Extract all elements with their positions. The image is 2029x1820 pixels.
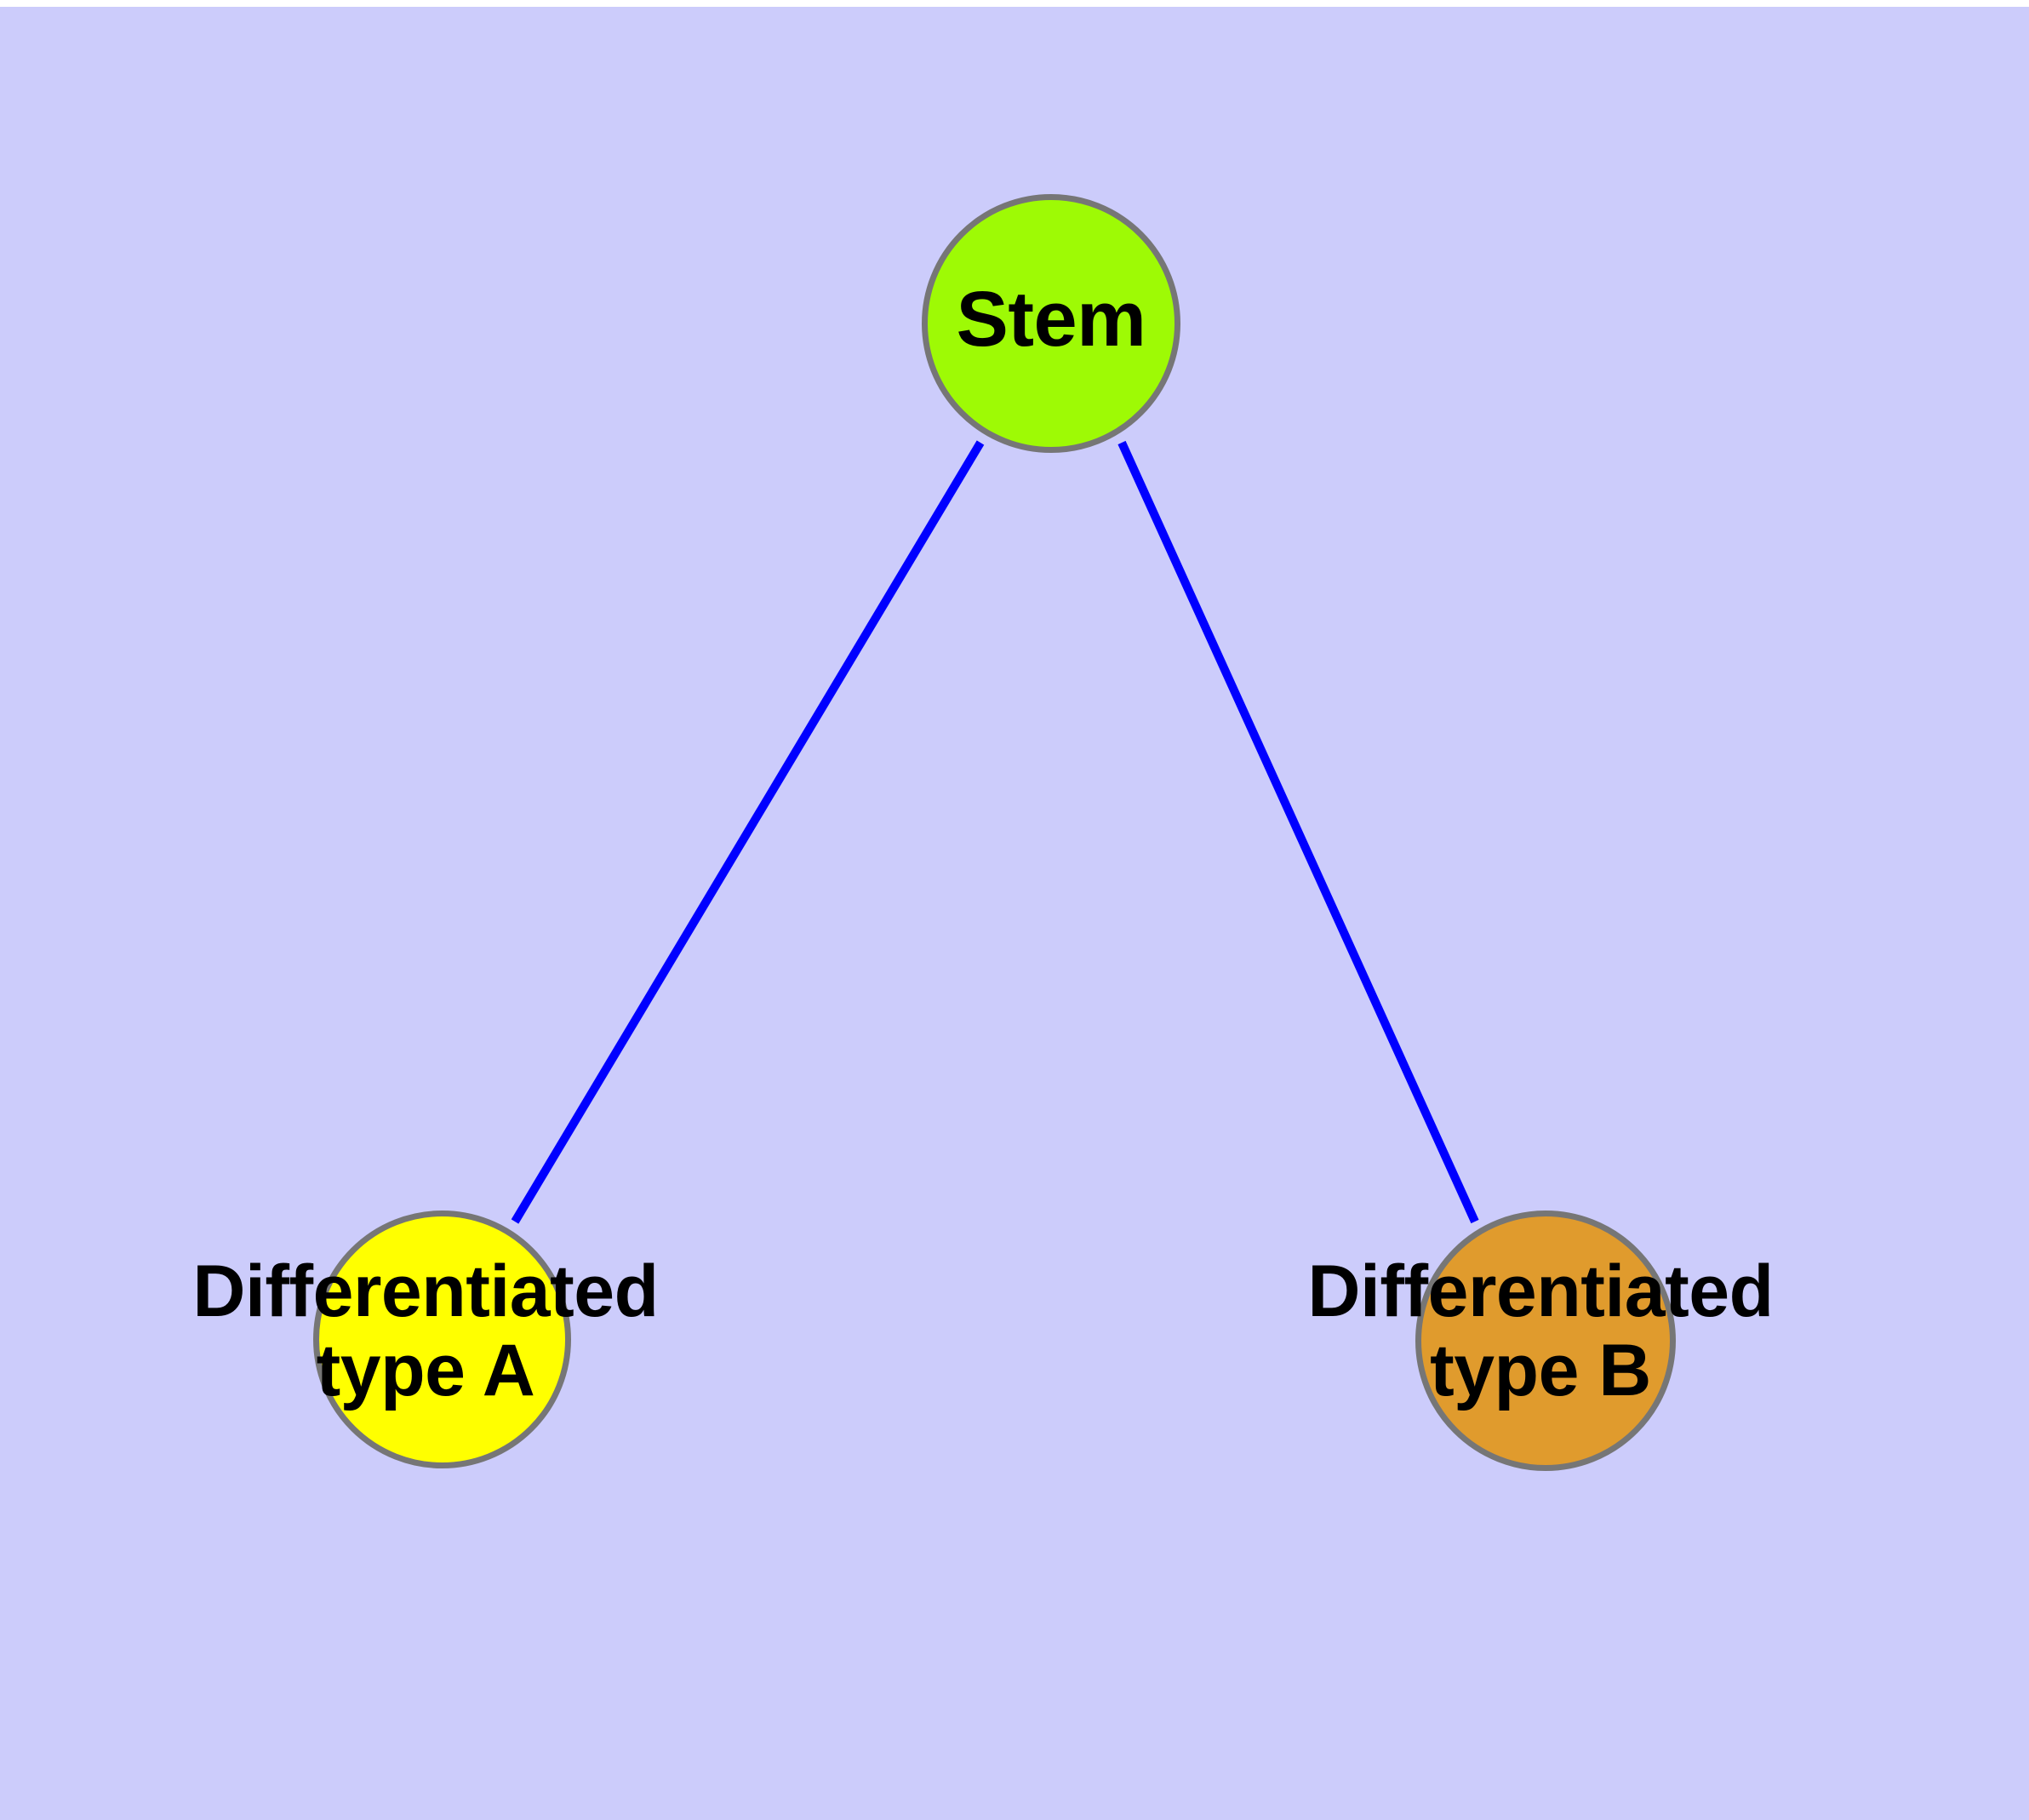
node-differentiated-type-a[interactable] — [313, 1210, 571, 1468]
edge-layer — [511, 440, 1479, 1224]
node-stem[interactable] — [922, 194, 1180, 453]
edge-stem-to-differentiated-type-b — [1117, 440, 1479, 1224]
node-label-differentiated-type-b: Differentiated type B — [1307, 1251, 1774, 1411]
node-label-stem: Stem — [956, 276, 1146, 363]
diagram-canvas: Differentiated type A Differentiated typ… — [0, 7, 2029, 1820]
edge-stem-to-differentiated-type-a — [511, 440, 985, 1224]
node-differentiated-type-b[interactable] — [1415, 1210, 1676, 1471]
node-label-differentiated-type-a: Differentiated type A — [192, 1251, 659, 1411]
